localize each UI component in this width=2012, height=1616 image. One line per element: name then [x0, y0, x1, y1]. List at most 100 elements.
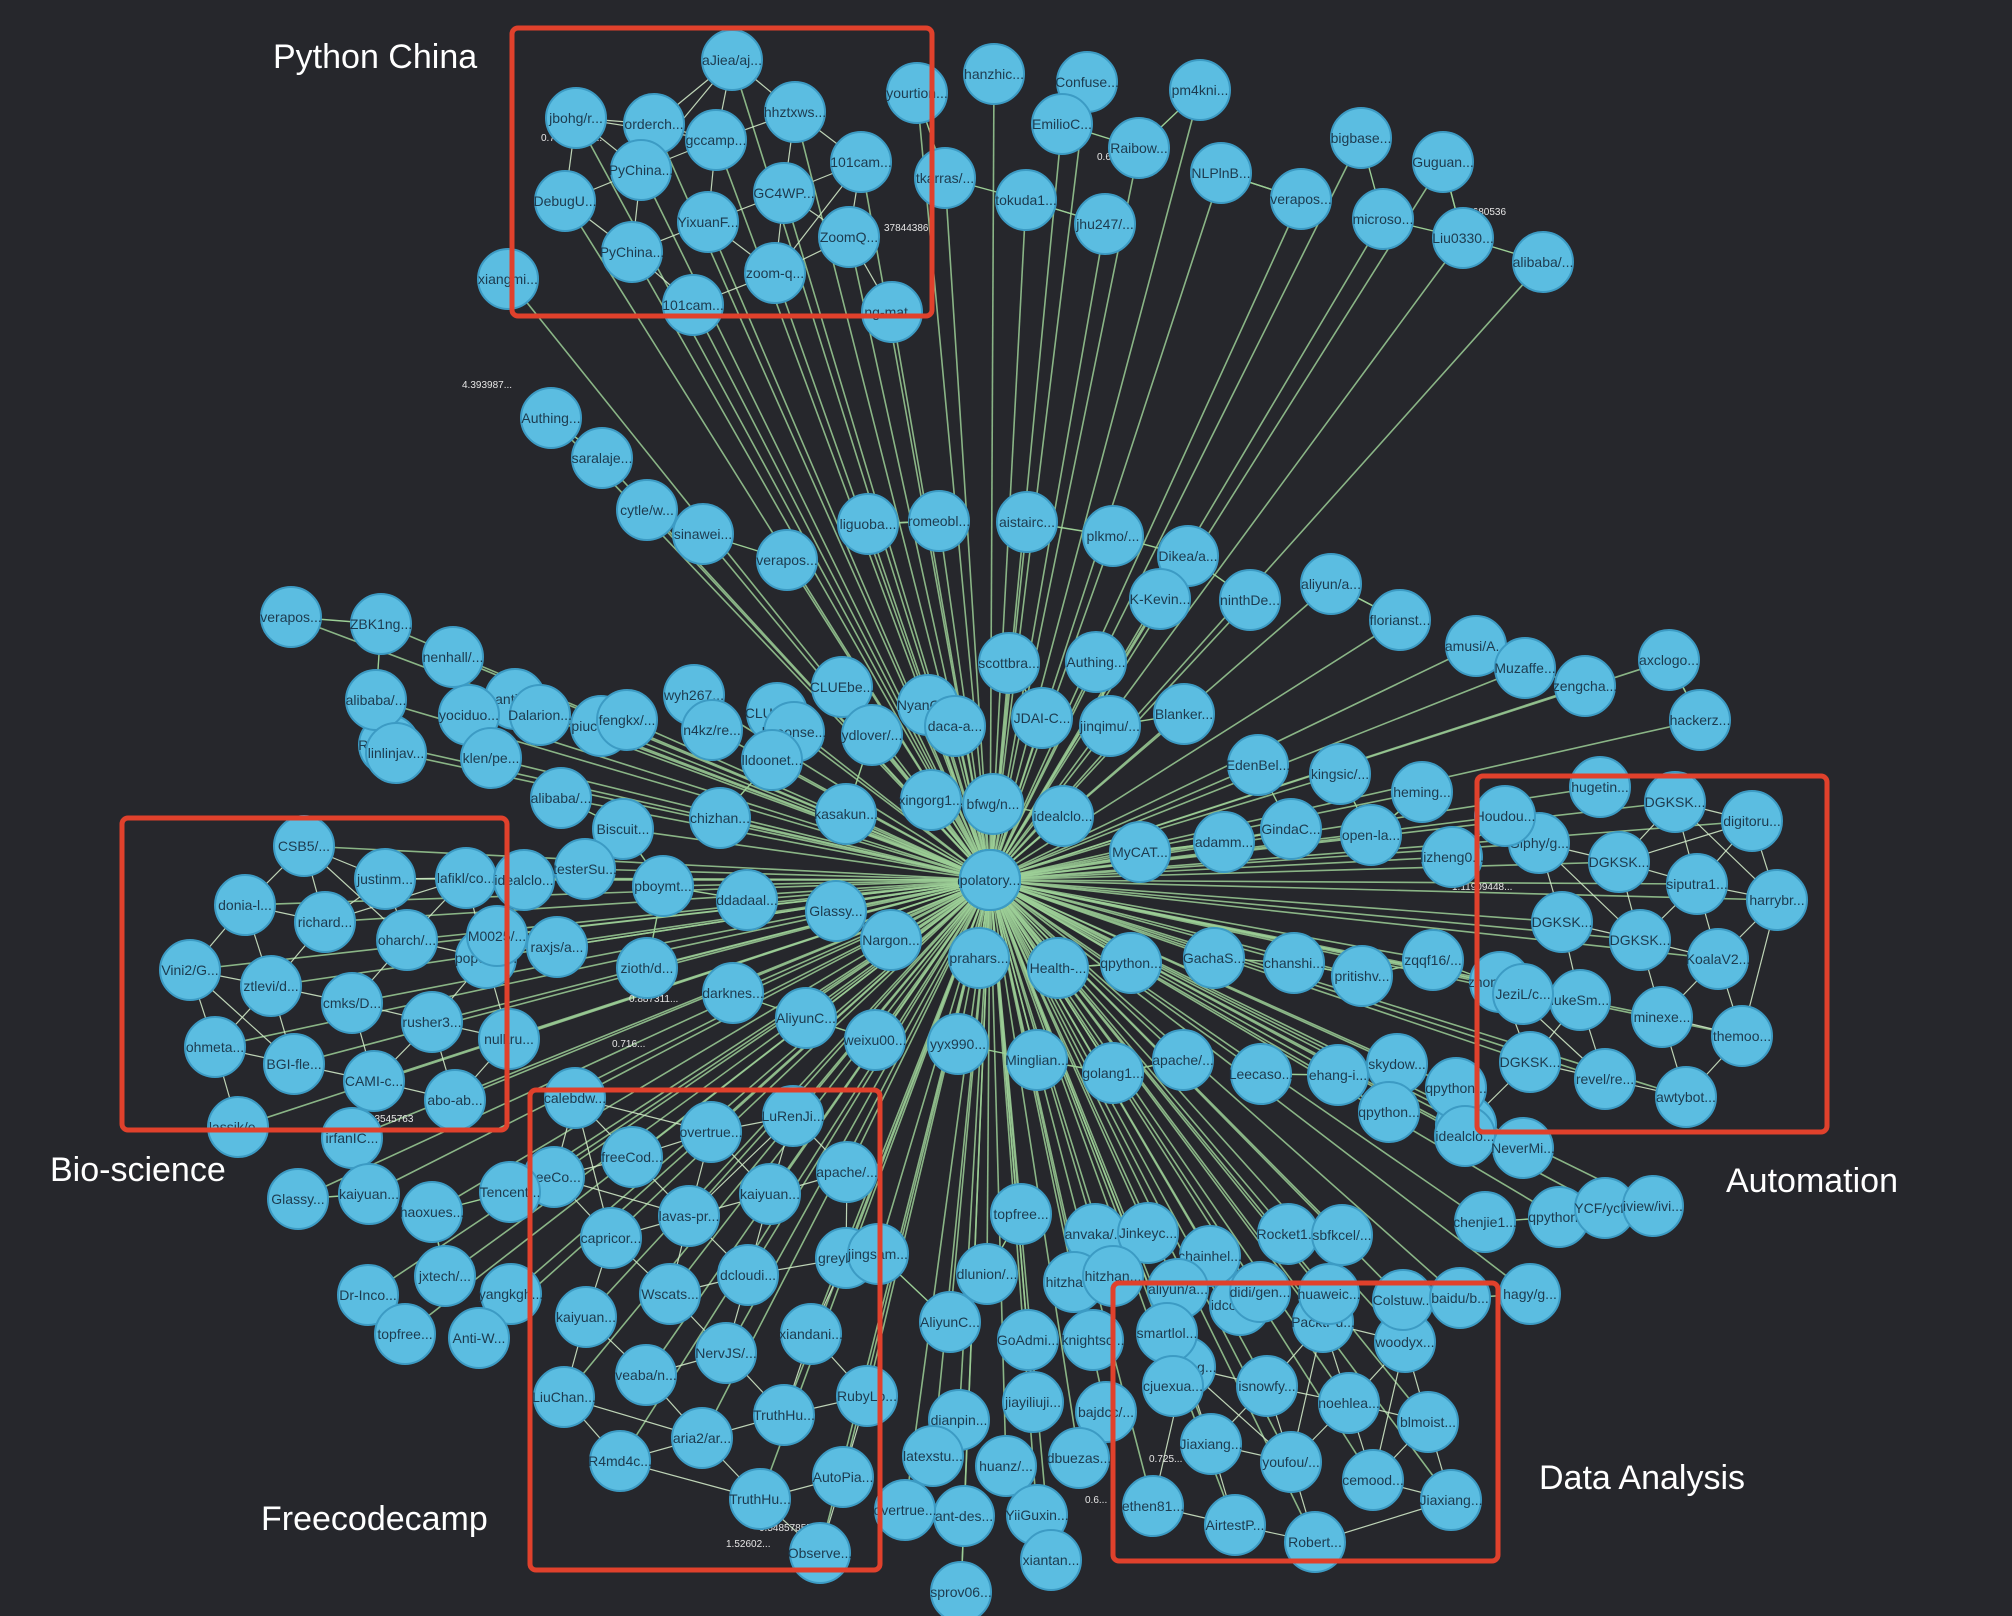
graph-node[interactable]: CAMI-c... [343, 1050, 405, 1112]
graph-node[interactable]: idealclo... [493, 849, 555, 911]
graph-node[interactable]: dlunion/... [956, 1243, 1018, 1305]
graph-node[interactable]: DGKSK... [1644, 771, 1706, 833]
graph-node[interactable]: DGKSK... [1531, 891, 1593, 953]
graph-node[interactable]: daca-a... [924, 695, 986, 757]
graph-node[interactable]: NervJS/... [695, 1322, 757, 1384]
graph-node[interactable]: GC4WP... [753, 162, 815, 224]
graph-node[interactable]: baidu/b... [1429, 1267, 1491, 1329]
graph-node[interactable]: Glassy... [805, 880, 867, 942]
graph-node[interactable]: plkmo/... [1082, 505, 1144, 567]
graph-node[interactable]: Anti-W... [448, 1307, 510, 1369]
graph-node[interactable]: Robert... [1284, 1511, 1346, 1573]
graph-node[interactable]: yourtion... [886, 62, 948, 124]
graph-node[interactable]: hitzhan... [1082, 1245, 1144, 1307]
graph-node[interactable]: adamm... [1193, 811, 1255, 873]
graph-node[interactable]: TruthHu... [753, 1384, 815, 1446]
graph-node[interactable]: linlinjav... [365, 722, 427, 784]
graph-node[interactable]: Muzaffe... [1494, 637, 1556, 699]
graph-node[interactable]: topfree... [374, 1303, 436, 1365]
graph-node[interactable]: Raibow... [1108, 117, 1170, 179]
graph-node[interactable]: alibaba/... [530, 767, 592, 829]
graph-node[interactable]: Observe... [788, 1522, 853, 1584]
graph-node[interactable]: heming... [1391, 761, 1453, 823]
graph-node[interactable]: EmilioC... [1031, 93, 1093, 155]
graph-node[interactable]: 101cam... [662, 274, 724, 336]
graph-node[interactable]: liguoba... [837, 493, 899, 555]
graph-node[interactable]: Jinkeyc... [1117, 1202, 1179, 1264]
graph-node[interactable]: open-la... [1340, 804, 1402, 866]
graph-node[interactable]: zqqf16/... [1402, 929, 1464, 991]
graph-node[interactable]: donia-l... [214, 874, 276, 936]
graph-node[interactable]: Liu0330... [1432, 207, 1494, 269]
graph-node[interactable]: calebdw... [544, 1067, 606, 1129]
graph-node[interactable]: Health-... [1027, 937, 1089, 999]
graph-node[interactable]: rusher3... [401, 991, 463, 1053]
graph-node[interactable]: Biscuit... [592, 798, 654, 860]
graph-node[interactable]: n4kz/re... [681, 699, 743, 761]
graph-node[interactable]: qpython... [1358, 1081, 1420, 1143]
graph-node[interactable]: MyCAT... [1109, 821, 1171, 883]
graph-node[interactable]: ztlevi/d... [240, 955, 302, 1017]
graph-node[interactable]: romeobl... [908, 490, 970, 552]
graph-node[interactable]: xiangmi... [477, 248, 539, 310]
graph-node[interactable]: bajdcc/... [1075, 1381, 1137, 1443]
graph-node[interactable]: BGI-fle... [263, 1033, 325, 1095]
graph-node[interactable]: cytle/w... [616, 479, 678, 541]
graph-node[interactable]: GachaS... [1183, 927, 1245, 989]
graph-node[interactable]: TruthHu... [729, 1468, 791, 1530]
graph-node[interactable]: kasakun... [814, 783, 878, 845]
graph-node[interactable]: lavas-pr... [658, 1185, 720, 1247]
graph-node[interactable]: aliyun/a... [1300, 553, 1362, 615]
graph-node[interactable]: xiantan... [1020, 1529, 1082, 1591]
graph-node[interactable]: M0025/... [466, 905, 528, 967]
graph-node[interactable]: EdenBel... [1226, 734, 1291, 796]
graph-node[interactable]: ohmeta... [184, 1016, 246, 1078]
graph-node[interactable]: overtrue... [873, 1479, 937, 1541]
graph-node[interactable]: hanzhic... [963, 43, 1025, 105]
graph-node[interactable]: qpython... [1425, 1057, 1487, 1119]
graph-node[interactable]: hugetin... [1569, 756, 1631, 818]
graph-node[interactable]: testerSu... [553, 838, 617, 900]
graph-node[interactable]: veaba/n... [615, 1344, 677, 1406]
graph-node[interactable]: Authing... [520, 387, 582, 449]
graph-node[interactable]: dbuezas... [1047, 1427, 1112, 1489]
graph-node[interactable]: pboymt... [632, 855, 694, 917]
graph-node[interactable]: apache/... [816, 1141, 878, 1203]
graph-node[interactable]: LuRenJi... [761, 1085, 825, 1147]
graph-node[interactable]: zioth/d... [616, 937, 678, 999]
graph-node[interactable]: revel/re... [1574, 1048, 1636, 1110]
graph-node[interactable]: digitoru... [1721, 790, 1783, 852]
graph-node[interactable]: cmks/D... [321, 972, 383, 1034]
graph-node[interactable]: qpython... [1100, 932, 1162, 994]
graph-node[interactable]: awtybot... [1655, 1066, 1717, 1128]
graph-node[interactable]: apache/... [1152, 1029, 1214, 1091]
graph-node[interactable]: jbohg/r... [545, 87, 607, 149]
graph-node[interactable]: xiandani... [779, 1303, 843, 1365]
graph-node[interactable]: GindaC... [1260, 798, 1322, 860]
graph-node[interactable]: Houdou... [1474, 785, 1536, 847]
graph-node[interactable]: jxtech/... [414, 1245, 476, 1307]
graph-node[interactable]: Colstuw... [1372, 1269, 1434, 1331]
graph-node[interactable]: Rocket1... [1256, 1203, 1320, 1265]
graph-node[interactable]: tkarras/... [914, 147, 976, 209]
graph-node[interactable]: golang1... [1082, 1042, 1144, 1104]
graph-node[interactable]: yangkgh... [479, 1263, 544, 1325]
graph-node[interactable]: Wscats... [639, 1263, 701, 1325]
graph-node[interactable]: pm4kni... [1169, 59, 1231, 121]
graph-node[interactable]: ZBK1ng... [350, 593, 412, 655]
graph-node[interactable]: sbfkcel/... [1311, 1204, 1373, 1266]
graph-node[interactable]: didi/gen... [1229, 1261, 1291, 1323]
graph-node[interactable]: Leecaso... [1229, 1043, 1294, 1105]
graph-node[interactable]: JeziL/c... [1492, 963, 1554, 1025]
graph-node[interactable]: scottbra... [978, 632, 1040, 694]
graph-node[interactable]: alibaba/... [345, 669, 407, 731]
graph-node[interactable]: hagy/g... [1499, 1263, 1561, 1325]
graph-node[interactable]: darknes... [702, 962, 764, 1024]
graph-node[interactable]: YixuanF... [677, 191, 739, 253]
graph-node[interactable]: smartlol... [1136, 1302, 1198, 1364]
graph-node[interactable]: pritishv... [1331, 945, 1393, 1007]
graph-node[interactable]: fengkx/... [596, 689, 658, 751]
graph-node[interactable]: microso... [1352, 188, 1414, 250]
graph-node[interactable]: yyx990... [927, 1013, 989, 1075]
graph-node[interactable]: cjuexua... [1142, 1355, 1204, 1417]
